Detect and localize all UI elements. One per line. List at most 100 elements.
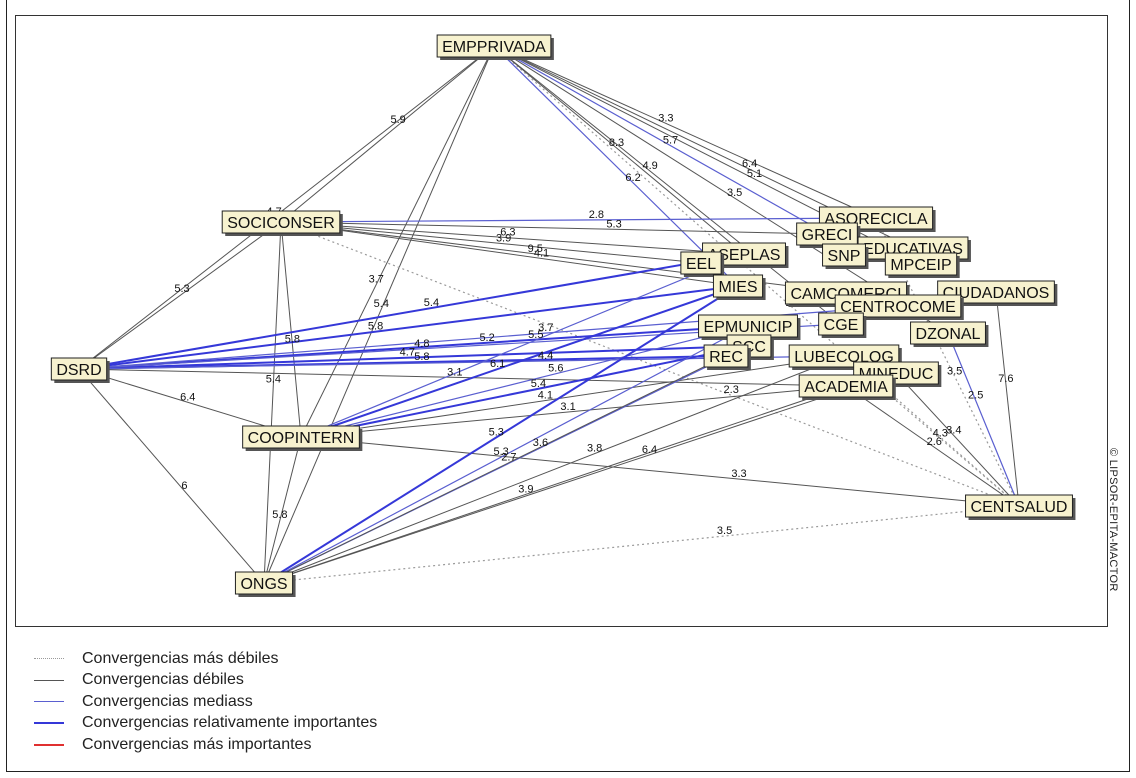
edge-value-label: 6.4 <box>742 158 757 170</box>
node-label: REC <box>709 349 743 366</box>
edge-value-label: 4.7 <box>400 347 415 359</box>
node-box <box>818 312 864 336</box>
legend-label: Convergencias débiles <box>82 671 244 689</box>
node-empprivada[interactable]: EMPPRIVADA <box>436 34 554 60</box>
edge-coopintern-centsalud <box>300 436 1020 507</box>
node-academia[interactable]: ACADEMIA <box>798 374 896 400</box>
edge-value-label: 3.5 <box>727 187 742 199</box>
edge-value-label: 4.1 <box>538 390 553 402</box>
edge-value-label: 5.4 <box>266 373 281 385</box>
node-dzonal[interactable]: DZONAL <box>910 321 989 347</box>
node-label: GRECI <box>802 227 853 244</box>
node-eel[interactable]: EEL <box>680 251 725 277</box>
node-mies[interactable]: MIES <box>712 274 766 300</box>
edge-empprivada-sociconser <box>280 45 495 223</box>
edge-value-label: 3.1 <box>560 401 575 413</box>
edge-sociconser-coopintern <box>280 221 302 438</box>
edge-value-label: 5.9 <box>391 114 406 126</box>
edge-empprivada-asorecicla <box>493 45 877 219</box>
legend-label: Convergencias relativamente importantes <box>82 714 378 732</box>
node-label: MPCEIP <box>890 257 951 274</box>
edge-value-label: 3.7 <box>369 274 384 286</box>
edge-ongs-rec <box>263 355 727 584</box>
edge-value-label: 4.8 <box>414 338 429 350</box>
edge-value-label: 5.8 <box>285 334 300 346</box>
edge-centsalud-academia <box>845 385 1020 507</box>
edge-sociconser-mies <box>280 221 739 287</box>
figure-frame <box>6 0 1130 772</box>
edge-sociconser-aseplas <box>280 221 745 255</box>
node-epmunicip[interactable]: EPMUNICIP <box>698 314 801 340</box>
edge-empprivada-dsrd <box>78 45 495 370</box>
node-ciudadanos[interactable]: CIUDADANOS <box>937 280 1058 306</box>
edge-ongs-centsalud <box>263 505 1020 584</box>
edge-dsrd-mies <box>78 285 739 370</box>
node-mpceip[interactable]: MPCEIP <box>884 252 960 278</box>
legend-swatch <box>34 722 64 725</box>
node-ongs[interactable]: ONGS <box>234 571 296 597</box>
edge-value-label: 5.3 <box>606 218 621 230</box>
edge-value-label: 3.1 <box>447 366 462 378</box>
edge-coopintern-lubecolog <box>300 355 845 438</box>
edge-dsrd-ongs <box>78 368 265 584</box>
legend-swatch <box>34 743 64 746</box>
edge-coopintern-aseplas <box>300 253 745 438</box>
edge-centsalud-ciudadanos <box>995 291 1020 507</box>
nodes-layer: EMPPRIVADA SOCICONSER DSRD COOPINTERN ONGS CE… <box>50 34 1076 597</box>
edge-centsalud-mineduc <box>895 372 1020 507</box>
edge-ongs-lubecolog <box>263 355 845 584</box>
edge-centsalud-lubecolog <box>843 355 1020 507</box>
edge-value-label: 2.6 <box>927 436 942 448</box>
edge-centsalud-dzonal <box>947 332 1020 507</box>
edge-value-label: 9.5 <box>528 243 543 255</box>
edge-value-label: 3.8 <box>587 443 602 455</box>
node-label: CGE <box>824 317 859 334</box>
edge-sociconser-centsalud <box>280 221 1020 507</box>
edge-value-label: 5.3 <box>494 446 509 458</box>
edge-empprivada-centsalud <box>493 45 1020 507</box>
edge-value-label: 3.6 <box>533 437 548 449</box>
node-box <box>680 251 722 275</box>
node-box <box>798 374 894 398</box>
legend-label: Convergencias más importantes <box>82 735 312 753</box>
node-coopintern[interactable]: COOPINTERN <box>242 425 363 451</box>
edge-value-label: 3.7 <box>538 322 553 334</box>
node-centrocome[interactable]: CENTROCOME <box>834 294 964 320</box>
node-sociconser[interactable]: SOCICONSER <box>221 210 343 236</box>
edge-sociconser-asorecicla <box>280 217 877 223</box>
network-plot: 5.94.73.75.42.93.35.76.48.36.24.93.55.15… <box>15 15 1108 627</box>
node-box <box>50 357 108 381</box>
edge-value-label: 5.5 <box>528 329 543 341</box>
node-label: COOPINTERN <box>248 430 355 447</box>
edge-value-label: 8.3 <box>609 137 624 149</box>
edge-empprivada-greci <box>493 45 828 235</box>
node-cge[interactable]: CGE <box>818 312 867 338</box>
edge-value-label: 2.8 <box>589 209 604 221</box>
legend-label: Convergencias más débiles <box>82 649 279 667</box>
edge-coopintern-epmunicip <box>300 325 749 438</box>
edge-empprivada-coopintern <box>300 45 495 438</box>
node-snp[interactable]: SNP <box>822 243 869 269</box>
legend-swatch <box>34 679 64 681</box>
node-aseplas[interactable]: ASEPLAS <box>702 242 789 268</box>
edge-value-label: 6.3 <box>500 227 515 239</box>
edge-value-label: 5.3 <box>174 283 189 295</box>
node-rec[interactable]: REC <box>703 344 751 370</box>
node-centsalud[interactable]: CENTSALUD <box>965 494 1076 520</box>
node-box <box>242 425 360 449</box>
edge-value-label: 5.4 <box>374 298 389 310</box>
edge-value-label: 6.2 <box>625 172 640 184</box>
edge-value-label: 2.7 <box>501 452 516 464</box>
edge-value-label: 6.4 <box>642 444 657 456</box>
node-label: SOCICONSER <box>227 215 335 232</box>
legend-item-medium: Convergencias mediass <box>34 691 377 713</box>
node-box <box>822 243 866 267</box>
node-greci[interactable]: GRECI <box>796 222 861 248</box>
node-box <box>834 294 962 318</box>
node-dsrd[interactable]: DSRD <box>50 357 110 383</box>
node-box <box>221 210 341 234</box>
edge-empprivada-cge <box>493 45 842 325</box>
edge-coopintern-ongs <box>263 436 302 584</box>
node-box <box>937 280 1055 304</box>
